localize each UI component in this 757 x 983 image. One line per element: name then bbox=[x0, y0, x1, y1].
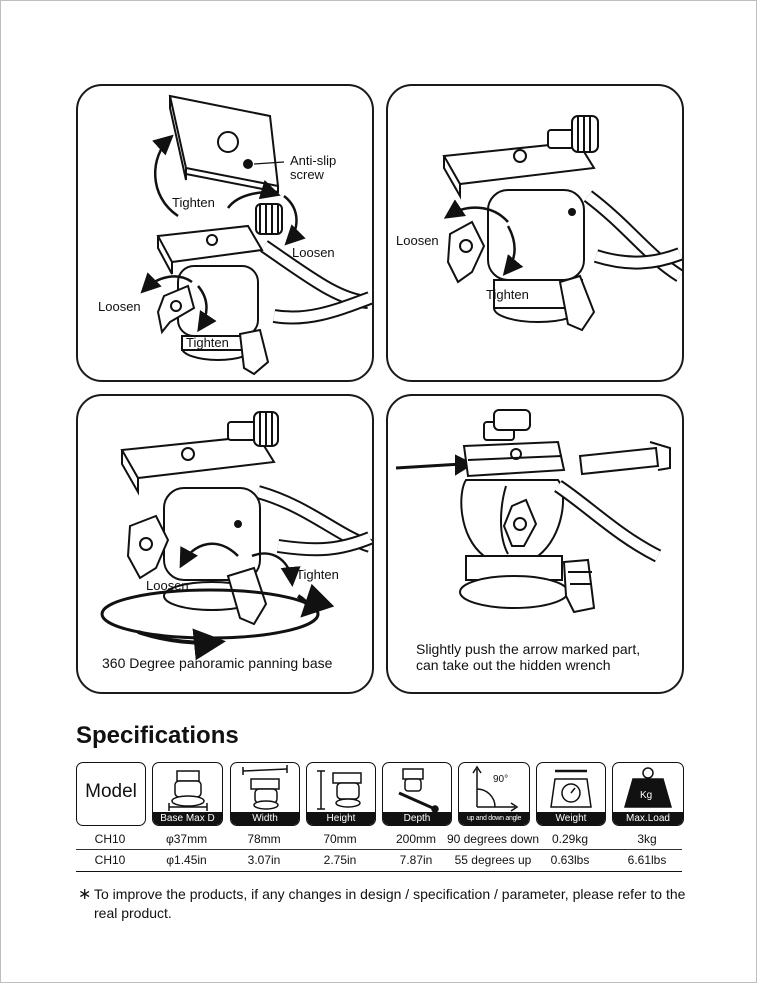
depth-icon bbox=[398, 768, 439, 813]
panning-base-illustration bbox=[100, 411, 372, 661]
label-tighten-tilt: Tighten bbox=[486, 287, 529, 302]
row-value: 3.07in bbox=[247, 853, 281, 867]
spec-col-height: Height bbox=[306, 762, 376, 826]
row-model: CH10 bbox=[94, 832, 126, 846]
width-icon bbox=[242, 765, 288, 810]
spec-col-base: Base Max D bbox=[152, 762, 223, 826]
label-anti-slip: Anti-slip bbox=[290, 153, 337, 168]
label-loosen-lever: Loosen bbox=[98, 299, 141, 314]
panel-quick-release-plate: Anti-slip screw Tighten Loosen Loosen Ti… bbox=[76, 84, 374, 382]
panel-hidden-wrench: Slightly push the arrow marked part, can… bbox=[386, 394, 684, 694]
label-loosen-pan: Loosen bbox=[146, 578, 189, 593]
angle-value-text: 90° bbox=[493, 774, 509, 785]
scale-icon bbox=[550, 769, 592, 808]
row-value: 7.87in bbox=[399, 853, 433, 867]
spec-col-label: up and down angle bbox=[459, 812, 529, 825]
hidden-wrench-illustration bbox=[395, 409, 671, 614]
row-value: 90 degrees down bbox=[446, 832, 540, 846]
spec-col-label: Base Max D bbox=[153, 812, 222, 825]
caption-wrench-line-1: Slightly push the arrow marked part, bbox=[416, 641, 641, 657]
label-loosen-tilt: Loosen bbox=[396, 233, 439, 248]
row-value: 0.29kg bbox=[551, 832, 589, 846]
weight-kg-icon bbox=[624, 767, 672, 808]
row-value: 2.75in bbox=[323, 853, 357, 867]
spec-col-label: Height bbox=[307, 812, 375, 825]
spec-col-label: Weight bbox=[537, 812, 605, 825]
angle-icon bbox=[472, 765, 519, 812]
row-value: φ1.45in bbox=[166, 853, 207, 867]
row-model: CH10 bbox=[94, 853, 126, 867]
spec-col-label: Width bbox=[231, 812, 299, 825]
spec-col-depth: Depth bbox=[382, 762, 452, 826]
row-value: 3kg bbox=[637, 832, 657, 846]
spec-col-angle: 90° up and down angle bbox=[458, 762, 530, 826]
row-value: 200mm bbox=[395, 832, 436, 846]
row-value: 0.63lbs bbox=[550, 853, 590, 867]
base-diameter-icon bbox=[168, 770, 208, 811]
height-icon bbox=[317, 770, 362, 810]
row-value: 6.61lbs bbox=[627, 853, 667, 867]
fluid-head-illustration bbox=[140, 94, 372, 376]
caption-panning: 360 Degree panoramic panning base bbox=[102, 655, 333, 671]
asterisk-icon: ∗ bbox=[78, 886, 92, 903]
disclaimer-text: To improve the products, if any changes … bbox=[94, 886, 686, 921]
spec-col-label: Depth bbox=[383, 812, 451, 825]
table-bottom-rule bbox=[76, 871, 682, 872]
row-value: 55 degrees up bbox=[454, 853, 532, 867]
model-label: Model bbox=[85, 781, 137, 802]
spec-col-weight: Weight bbox=[536, 762, 606, 826]
panel-tilt-lock: Loosen Tighten bbox=[386, 84, 684, 382]
caption-wrench-line-2: can take out the hidden wrench bbox=[416, 657, 611, 673]
label-loosen-knob: Loosen bbox=[292, 245, 335, 260]
panel-panning-base: Loosen Tighten 360 Degree panoramic pann… bbox=[76, 394, 374, 694]
spec-col-label: Max.Load bbox=[613, 812, 683, 825]
row-value: 78mm bbox=[247, 832, 281, 846]
label-tighten-pan: Tighten bbox=[296, 567, 339, 582]
row-value: 70mm bbox=[323, 832, 357, 846]
weight-kg-text: Kg bbox=[640, 790, 653, 801]
spec-col-max-load: Kg Max.Load bbox=[612, 762, 684, 826]
model-header: Model bbox=[76, 762, 146, 826]
label-tighten-plate: Tighten bbox=[172, 195, 215, 210]
row-value: φ37mm bbox=[165, 832, 208, 846]
row-divider bbox=[76, 849, 682, 850]
spec-col-width: Width bbox=[230, 762, 300, 826]
specifications-title: Specifications bbox=[76, 722, 239, 749]
fluid-head-tilt-illustration bbox=[442, 115, 682, 332]
label-tighten-lever: Tighten bbox=[186, 335, 229, 350]
label-screw: screw bbox=[290, 167, 324, 182]
